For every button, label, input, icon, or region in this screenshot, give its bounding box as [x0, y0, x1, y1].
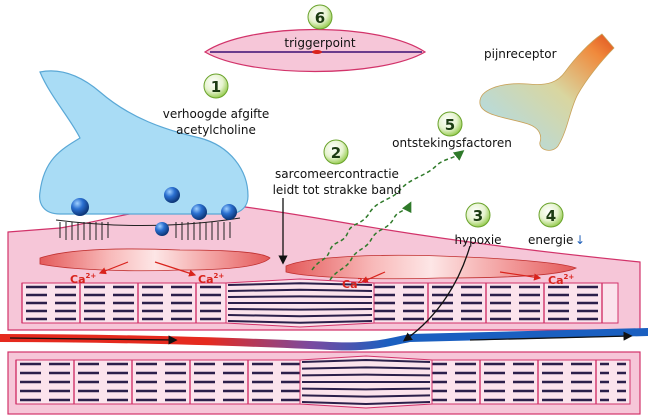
blood-vessel: [0, 328, 648, 351]
step-badge-1: 1: [203, 73, 229, 99]
calcium-label: Ca2+: [70, 272, 96, 286]
sarcomere-row-upper: [21, 278, 619, 328]
calcium-arrow: [360, 271, 386, 283]
sarcoplasmic-band-left: [39, 248, 271, 272]
acetylcholine-vesicle: [71, 198, 89, 216]
step-1-label-line-1: verhoogde afgifte: [163, 107, 270, 121]
pointer-hypoxia: [402, 245, 471, 342]
acetylcholine-vesicle: [221, 204, 237, 220]
inflammation-factor-path: [329, 201, 412, 281]
step-badge-5: 5: [437, 111, 463, 137]
step-badge-4: 4: [538, 202, 564, 228]
calcium-label: Ca2+: [342, 277, 368, 291]
pain-receptor-label: pijnreceptor: [484, 47, 557, 61]
step-badge-6: 6: [307, 4, 333, 30]
nerve-terminal: [39, 70, 249, 215]
svg-text:4: 4: [546, 207, 556, 225]
blood-flow-arrow: [469, 331, 633, 341]
svg-text:5: 5: [445, 116, 455, 134]
pain-receptor: [479, 33, 615, 151]
svg-text:1: 1: [211, 78, 221, 96]
calcium-label: Ca2+: [548, 273, 574, 287]
step-badge-2: 2: [323, 139, 349, 165]
synaptic-cleft: [55, 217, 241, 227]
acetylcholine-vesicle: [155, 222, 169, 236]
triggerpoint-core: [312, 50, 322, 54]
svg-text:3: 3: [473, 207, 483, 225]
step-5-label: ontstekingsfactoren: [392, 136, 512, 150]
sarcomere-row-lower: [15, 355, 631, 409]
blood-flow-arrow: [9, 335, 178, 345]
calcium-arrow: [154, 261, 197, 277]
svg-text:6: 6: [315, 9, 325, 27]
acetylcholine-vesicle: [164, 187, 180, 203]
calcium-arrow: [499, 271, 542, 281]
energy-decrease-indicator: ↓: [575, 233, 585, 247]
calcium-arrow: [98, 261, 129, 275]
acetylcholine-vesicle: [191, 204, 207, 220]
step-4-label: energie: [528, 233, 573, 247]
step-2-label-line-1: sarcomeercontractie: [275, 167, 399, 181]
calcium-label: Ca2+: [198, 272, 224, 286]
step-2-label-line-2: leidt tot strakke band: [273, 183, 402, 197]
triggerpoint-label: triggerpoint: [284, 36, 355, 50]
step-badge-3: 3: [465, 202, 491, 228]
svg-text:2: 2: [331, 144, 341, 162]
step-1-label-line-2: acetylcholine: [176, 123, 256, 137]
endplate-folds: [59, 222, 231, 240]
step-3-label: hypoxie: [454, 233, 501, 247]
